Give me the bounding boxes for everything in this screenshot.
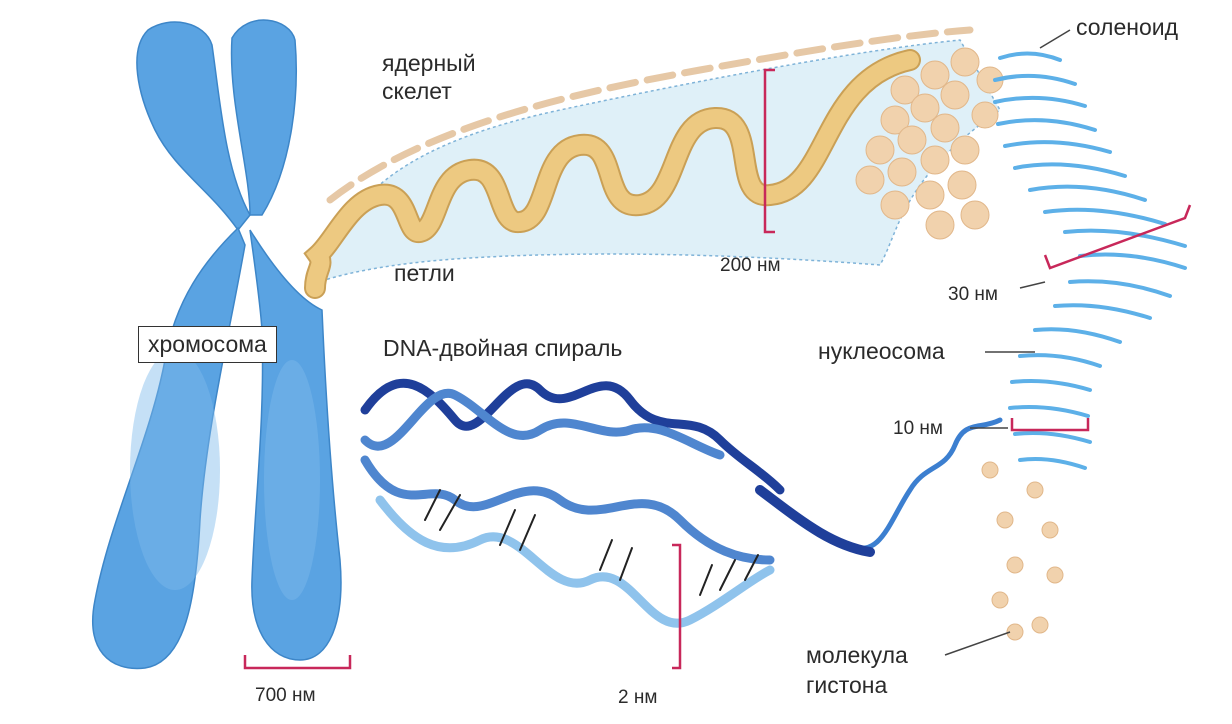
label-nucleosome: нуклеосома: [818, 338, 945, 365]
dna-double-helix: [365, 383, 780, 623]
histone-leader: [945, 632, 1010, 655]
label-loops: петли: [394, 260, 455, 287]
30nm-leader: [1020, 282, 1045, 288]
label-histone-1: молекула: [806, 642, 908, 669]
label-200nm: 200 нм: [720, 252, 781, 279]
label-dna-helix: DNA-двойная спираль: [383, 335, 622, 362]
label-10nm: 10 нм: [893, 415, 943, 442]
label-2nm: 2 нм: [618, 684, 657, 711]
label-histone-2: гистона: [806, 672, 887, 699]
scale-10nm: [1012, 418, 1088, 430]
label-nuclear-skeleton-1: ядерный: [382, 50, 476, 77]
solenoid-coils: [995, 53, 1185, 468]
histone-beads: [982, 462, 1063, 640]
scale-2nm: [672, 545, 680, 668]
chromosome-shade: [130, 350, 220, 590]
solenoid-leader: [1040, 30, 1070, 48]
label-solenoid: соленоид: [1076, 14, 1178, 41]
label-30nm: 30 нм: [948, 281, 998, 308]
label-700nm: 700 нм: [255, 682, 316, 709]
label-chromosome: хромосома: [138, 326, 277, 363]
label-nuclear-skeleton-2: скелет: [382, 78, 452, 105]
